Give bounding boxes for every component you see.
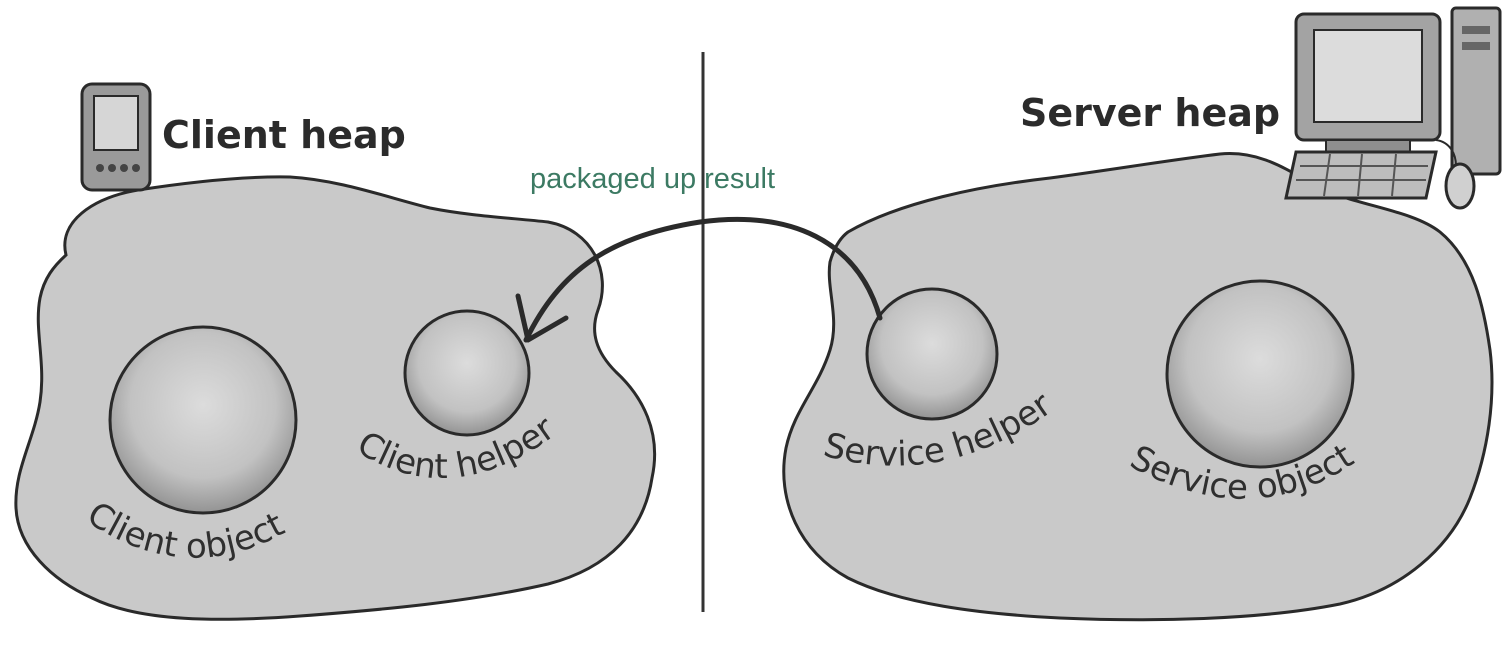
service-helper-sphere [867,289,997,419]
client-heap-label: Client heap [162,113,406,157]
client-helper-sphere [405,311,529,435]
server-heap-label: Server heap [1020,91,1280,135]
packaged-result-label: packaged up result [530,163,775,195]
client-object-sphere [110,327,296,513]
service-object-sphere [1167,281,1353,467]
desktop-computer-icon [1286,8,1500,208]
pda-icon [82,84,150,190]
